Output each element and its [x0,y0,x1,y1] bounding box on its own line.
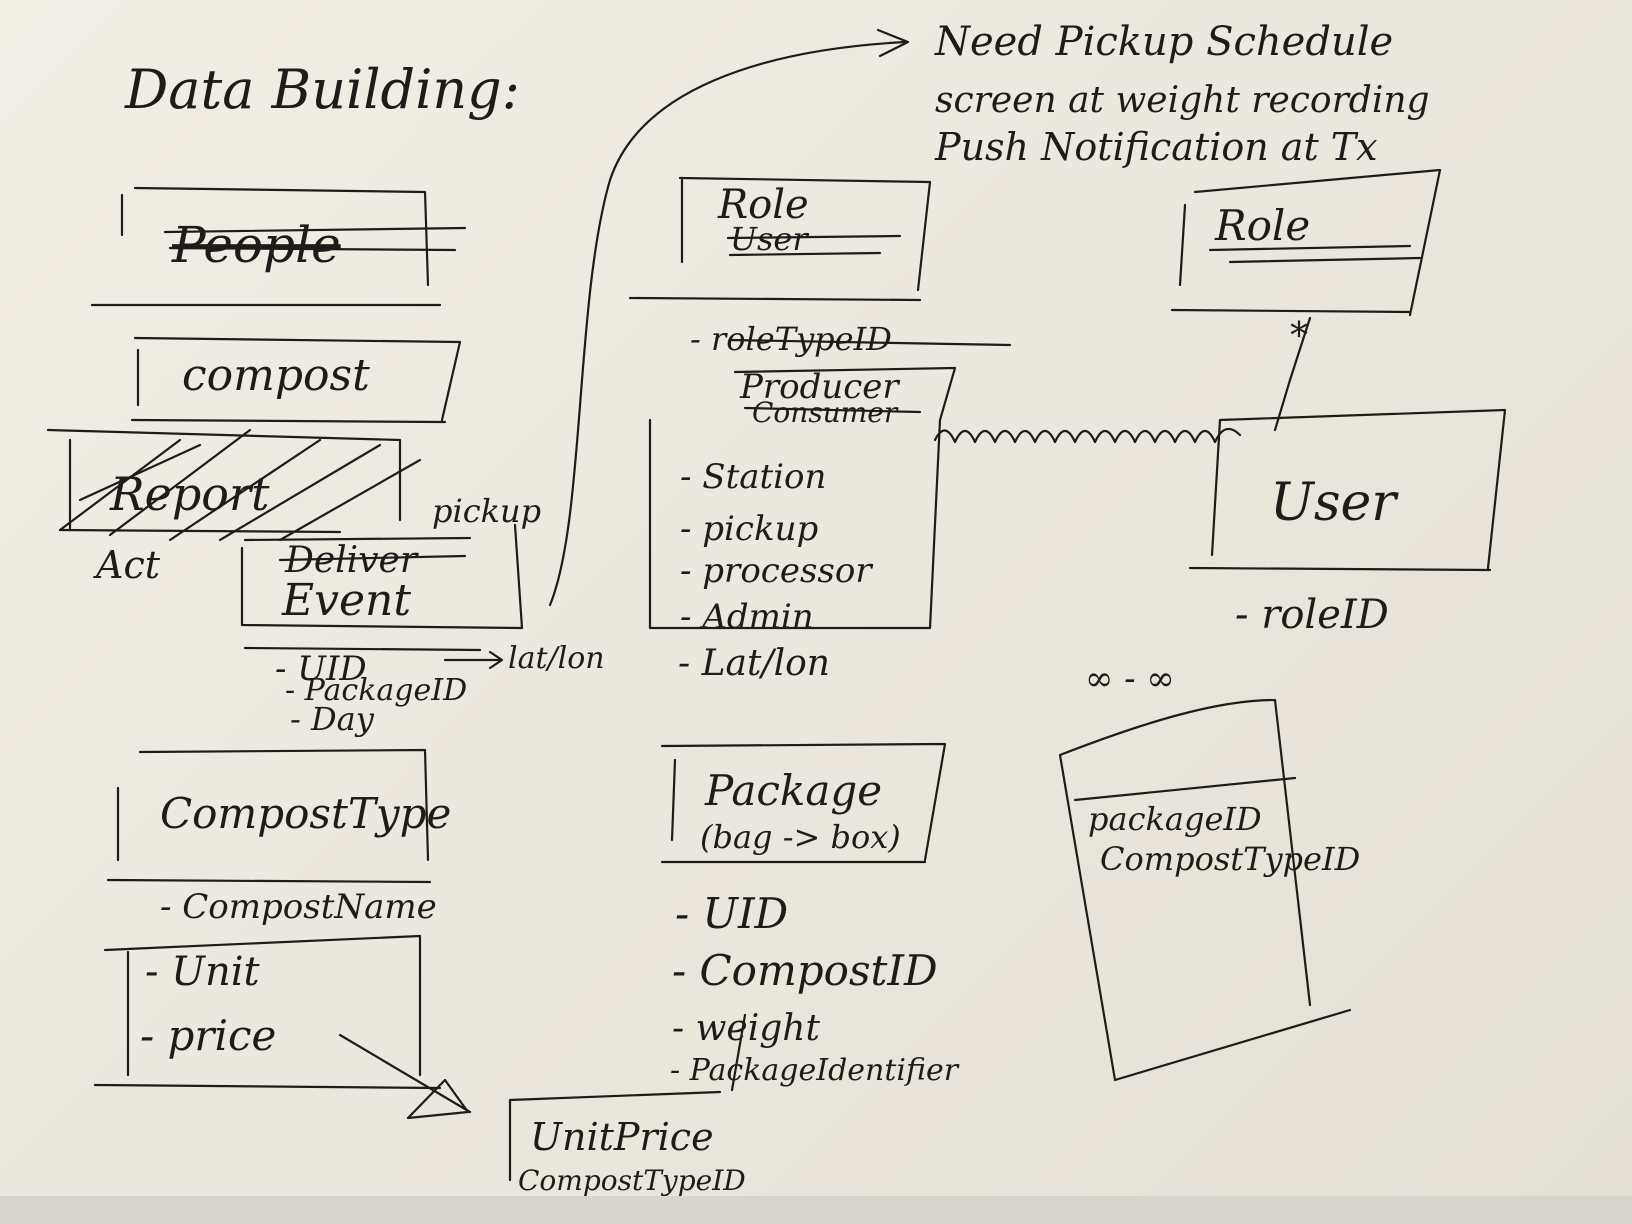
package-field-identifier: - PackageIdentifier [670,1053,960,1088]
note-arrow [548,40,907,607]
role-entity: Role [1170,168,1442,317]
role-user-field-station: - Station [680,457,826,497]
page-title: Data Building: [124,58,520,121]
join-table-entity: ∞ - ∞ packageID CompostTypeID [1058,659,1360,1082]
role-enum-box [648,366,957,630]
compost-type-title: CompostType [160,789,451,838]
relation-marker: * [1290,316,1308,357]
note-line-3: Push Notification at Tx [934,125,1378,169]
user-field-role-id: - roleID [1235,592,1389,638]
event-title-strike [278,554,467,562]
role-user-field-processor: - processor [680,551,873,591]
act-label: Act [93,543,161,587]
note-arrow-head [876,28,910,58]
package-field-weight: - weight [672,1008,820,1049]
package-field-uid: - UID [675,889,788,938]
table-edge [0,1196,1632,1224]
role-user-title-strike [726,234,902,257]
compost-type-entity: CompostType - CompostName - Unit - price [93,748,472,1120]
package-entity: Package (bag -> box) - UID - CompostID -… [660,742,960,1088]
unit-price-title: UnitPrice [530,1115,714,1159]
unit-price-entity: UnitPrice CompostTypeID [508,1013,747,1197]
uid-arrow [443,650,504,670]
package-title: Package [704,766,882,815]
role-user-struck-title: User [730,220,809,258]
join-field-package-id: packageID [1088,800,1262,838]
role-user-link [1273,316,1312,432]
role-user-entity: Role User - roleTypeID Producer Consumer… [628,176,1012,684]
compost-type-field-price: - price [140,1011,276,1060]
event-title: Event [281,575,411,626]
price-arrow [338,1033,472,1120]
role-user-field-lat-lon: - Lat/lon [678,643,830,684]
event-field-day: - Day [290,700,375,738]
uid-arrow-label: lat/lon [508,641,605,676]
role-title: Role [1214,201,1310,250]
report-scribble: Report [46,428,422,542]
event-entity: Act pickup Deliver Event - UID lat/lon -… [93,492,605,738]
role-user-field-consumer: Consumer [752,396,899,429]
squiggle-connector [933,427,1242,444]
role-user-title: Role [717,182,809,228]
compost-type-field-unit: - Unit [145,949,260,995]
compost-entity: compost [130,336,462,424]
event-field-uid: - UID [275,649,367,689]
people-strike [163,226,467,252]
event-field-package-id: - PackageID [285,673,467,708]
package-field-compost-id: - CompostID [672,946,938,995]
package-subtitle: (bag -> box) [700,818,901,856]
consumer-strike [743,406,922,414]
role-title-strike [1208,244,1422,264]
role-user-field-role-type-id: - roleTypeID [690,320,892,358]
compost-title: compost [182,350,370,401]
people-entity: People [90,186,467,307]
role-user-field-pickup: - pickup [680,509,818,549]
role-user-field-admin: - Admin [680,597,814,637]
role-user-field-producer: Producer [739,367,900,407]
many-to-many-label: ∞ - ∞ [1085,659,1175,699]
compost-type-field-name: - CompostName [160,887,437,927]
event-pickup-label: pickup [432,492,541,530]
user-entity: User - roleID [1188,408,1507,638]
people-title: People [171,216,341,274]
role-type-strike [728,338,1012,347]
unit-price-field: CompostTypeID [518,1164,746,1197]
note-line-2: screen at weight recording [935,80,1430,121]
join-field-compost-type-id: CompostTypeID [1100,840,1360,878]
note-line-1: Need Pickup Schedule [934,19,1393,65]
user-title: User [1270,473,1399,533]
